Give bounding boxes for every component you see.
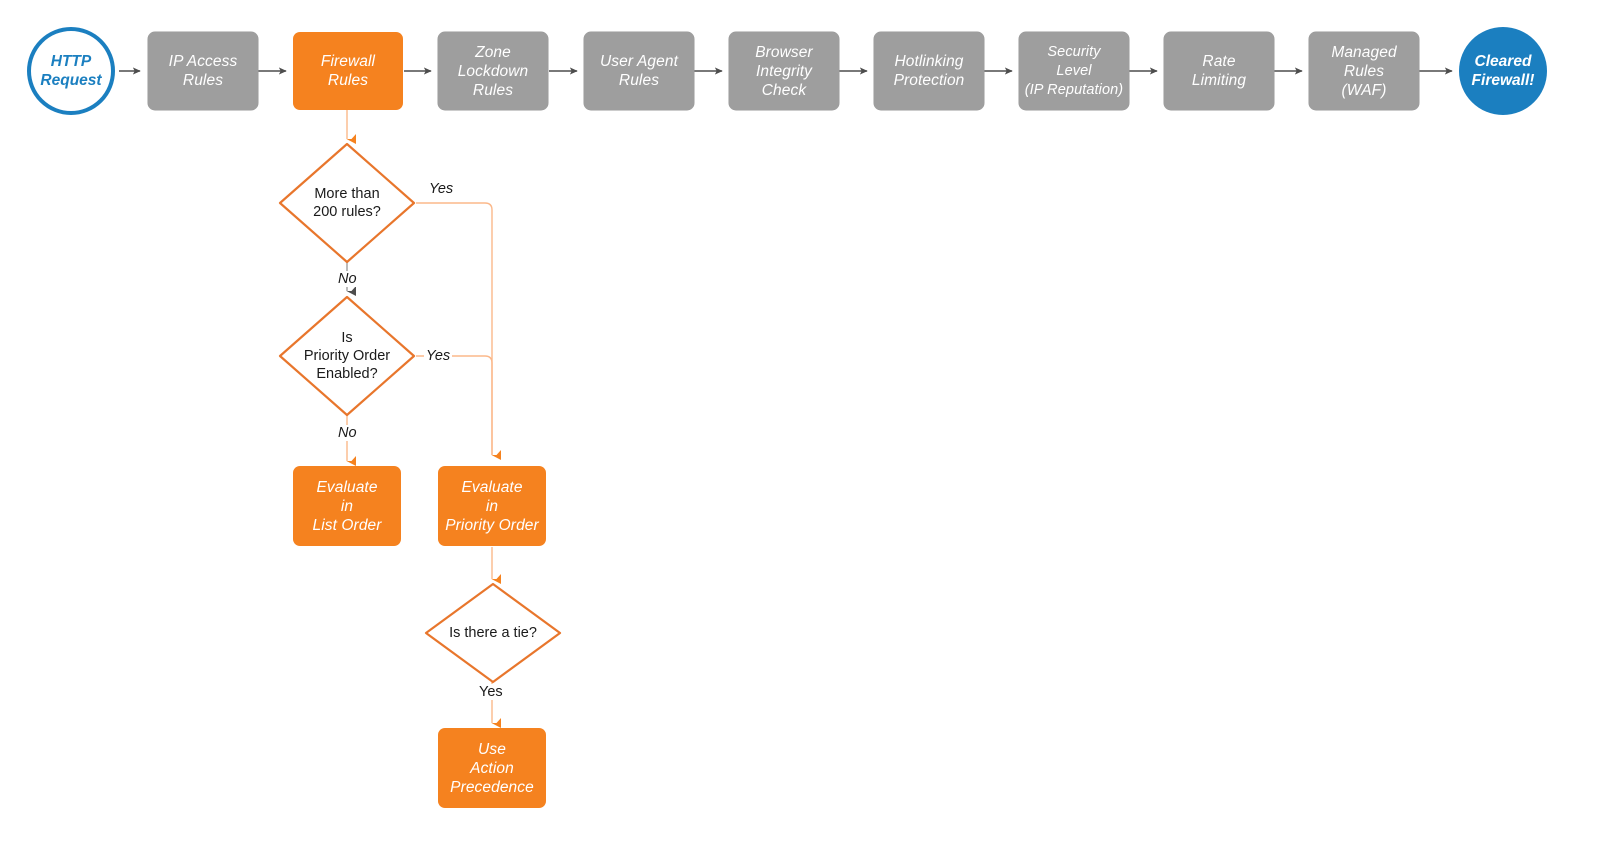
diamond-shape <box>278 142 416 264</box>
node-zone-lockdown-rules-label: Zone Lockdown Rules <box>457 43 529 99</box>
node-security-level-label: Security Level (IP Reputation) <box>1024 43 1124 98</box>
node-more-than-200-rules-label: More than 200 rules? <box>313 186 381 220</box>
edge-priority-order-yes-to-priority-order <box>416 355 493 455</box>
node-hotlinking-protection-label: Hotlinking Protection <box>893 53 965 89</box>
node-http-request-label: HTTP Request <box>40 53 102 89</box>
node-user-agent-rules[interactable]: User Agent Rules <box>584 32 694 110</box>
node-browser-integrity-check[interactable]: Browser Integrity Check <box>729 32 839 110</box>
node-is-priority-order-enabled-label: Is Priority Order Enabled? <box>303 330 391 382</box>
node-more-than-200-rules[interactable]: More than 200 rules? <box>277 141 417 265</box>
node-evaluate-in-priority-order-label: Evaluate in Priority Order <box>445 478 539 534</box>
node-cleared-firewall[interactable]: Cleared Firewall! <box>1459 27 1547 115</box>
node-is-there-a-tie-label: Is there a tie? <box>449 625 537 641</box>
edge-label-more-than-200-yes: Yes <box>427 181 456 197</box>
node-cleared-firewall-label: Cleared Firewall! <box>1471 53 1535 89</box>
node-is-priority-order-enabled[interactable]: Is Priority Order Enabled? <box>277 294 417 418</box>
node-security-level[interactable]: Security Level (IP Reputation) <box>1019 32 1129 110</box>
node-firewall-rules-label: Firewall Rules <box>320 53 376 89</box>
node-rate-limiting[interactable]: Rate Limiting <box>1164 32 1274 110</box>
edge-label-tie-yes: Yes <box>477 684 505 700</box>
node-use-action-precedence[interactable]: Use Action Precedence <box>438 728 546 808</box>
node-zone-lockdown-rules[interactable]: Zone Lockdown Rules <box>438 32 548 110</box>
node-browser-integrity-check-label: Browser Integrity Check <box>755 43 813 99</box>
node-is-there-a-tie[interactable]: Is there a tie? <box>423 581 563 685</box>
diamond-shape <box>278 295 416 417</box>
edge-label-priority-order-yes: Yes <box>424 348 453 364</box>
node-hotlinking-protection[interactable]: Hotlinking Protection <box>874 32 984 110</box>
node-http-request[interactable]: HTTP Request <box>27 27 115 115</box>
node-firewall-rules[interactable]: Firewall Rules <box>293 32 403 110</box>
node-evaluate-in-priority-order[interactable]: Evaluate in Priority Order <box>438 466 546 546</box>
node-ip-access-rules-label: IP Access Rules <box>168 53 238 89</box>
node-managed-rules-waf[interactable]: Managed Rules (WAF) <box>1309 32 1419 110</box>
node-ip-access-rules[interactable]: IP Access Rules <box>148 32 258 110</box>
edge-label-priority-order-no: No <box>336 425 359 441</box>
edge-label-more-than-200-no: No <box>336 271 359 287</box>
diamond-shape <box>424 582 562 684</box>
edge-more-than-200-yes-to-priority-order <box>416 202 501 460</box>
node-managed-rules-waf-label: Managed Rules (WAF) <box>1331 43 1397 99</box>
node-use-action-precedence-label: Use Action Precedence <box>450 740 534 796</box>
node-rate-limiting-label: Rate Limiting <box>1191 53 1247 89</box>
node-evaluate-in-list-order[interactable]: Evaluate in List Order <box>293 466 401 546</box>
node-user-agent-rules-label: User Agent Rules <box>600 53 678 89</box>
node-evaluate-in-list-order-label: Evaluate in List Order <box>312 478 382 534</box>
